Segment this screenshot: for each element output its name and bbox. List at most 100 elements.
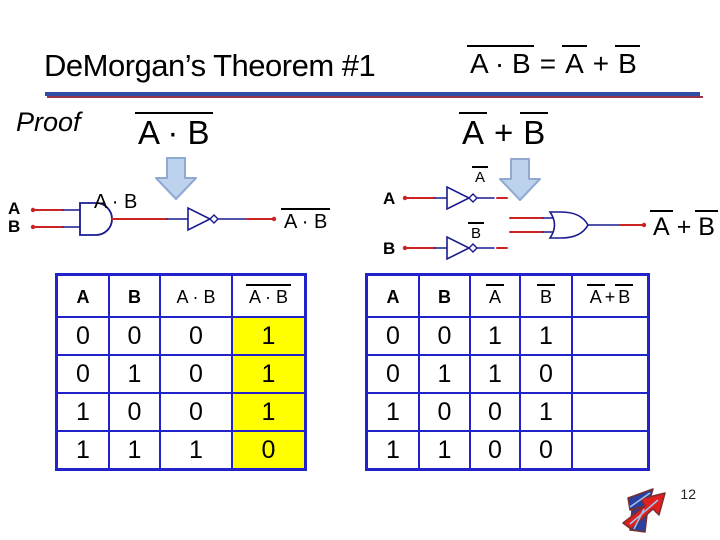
table-cell [571,316,650,356]
not-gate-a [446,185,471,211]
table-cell: 0 [519,354,573,394]
table-cell: 1 [159,430,233,471]
table-cell: 0 [469,430,521,471]
table-cell: 1 [418,430,471,471]
column-header: A [365,273,420,318]
table-cell: 1 [231,392,307,432]
title-underline-red [47,96,703,98]
table-cell: 1 [108,430,161,471]
not-gate [187,206,212,232]
expression-right-plus: + [494,114,514,151]
not-a-label-text: A [472,166,489,186]
column-header: B [108,273,161,318]
table-cell: 0 [231,430,307,471]
table-cell: 1 [365,392,420,432]
formula-not-b: B [615,45,640,78]
column-header: A + B [571,273,650,318]
left-final-label: A · B [281,208,331,233]
left-final-label-text: A · B [281,208,331,233]
table-cell: 1 [519,316,573,356]
table-cell: 1 [469,316,521,356]
inverter-bubble [209,214,219,224]
table-cell: 0 [418,392,471,432]
right-final-a: A [650,210,673,240]
table-cell: 0 [469,392,521,432]
header-text: B [536,284,555,307]
table-cell [571,354,650,394]
table-cell: 0 [418,316,471,356]
header-text: A [386,287,400,307]
table-cell: 1 [519,392,573,432]
output-node [271,216,277,222]
formula-lhs: A · B [467,45,534,78]
header-text: B [438,287,451,307]
table-cell: 1 [231,354,307,394]
table-cell: 1 [365,430,420,471]
column-header: B [519,273,573,318]
formula-not-a: A [562,45,587,78]
expression-right-b: B [520,112,549,151]
right-final-label: A + B [650,210,718,240]
table-cell: 0 [159,354,233,394]
header-text: A [586,284,605,307]
header-text: A [485,284,504,307]
slide-logo-icon [622,488,666,533]
table-cell: 0 [159,316,233,356]
down-arrow-right-icon [499,158,541,201]
output-node [641,222,647,228]
or-gate [548,211,589,239]
right-input-a-label: A [383,189,396,208]
not-gate-b [446,235,471,261]
left-input-b-label: B [8,217,21,236]
header-text: + [604,287,616,307]
right-input-b-label: B [383,239,396,258]
title-underline-blue [45,92,700,96]
table-cell: 1 [418,354,471,394]
header-text: B [615,284,634,307]
right-final-b: B [695,210,718,240]
header-text: A · B [245,284,291,307]
expression-left: A · B [135,112,213,151]
not-b-label-text: B [468,222,485,242]
not-a-label: A [472,166,489,186]
table-cell [571,392,650,432]
title-formula: A · B = A + B [467,45,640,78]
expression-left-text: A · B [135,112,213,151]
header-text: B [128,287,141,307]
and-output-label: A · B [94,191,138,213]
column-header: B [418,273,471,318]
table-cell: 0 [108,392,161,432]
left-circuit-diagram [30,202,277,236]
not-b-label: B [468,222,485,242]
right-final-plus: + [676,213,692,241]
table-cell: 0 [365,316,420,356]
table-cell: 0 [108,316,161,356]
page-title: DeMorgan’s Theorem #1 [44,48,376,83]
down-arrow-left-icon [155,157,197,200]
inverter-bubble [468,243,478,253]
table-cell: 1 [231,316,307,356]
header-text: A · B [176,287,216,307]
table-cell [571,430,650,471]
column-header: A · B [159,273,233,318]
left-input-a-label: A [8,199,21,218]
table-cell: 1 [55,392,110,432]
expression-right-a: A [459,112,488,151]
table-cell: 0 [519,430,573,471]
table-cell: 0 [55,316,110,356]
